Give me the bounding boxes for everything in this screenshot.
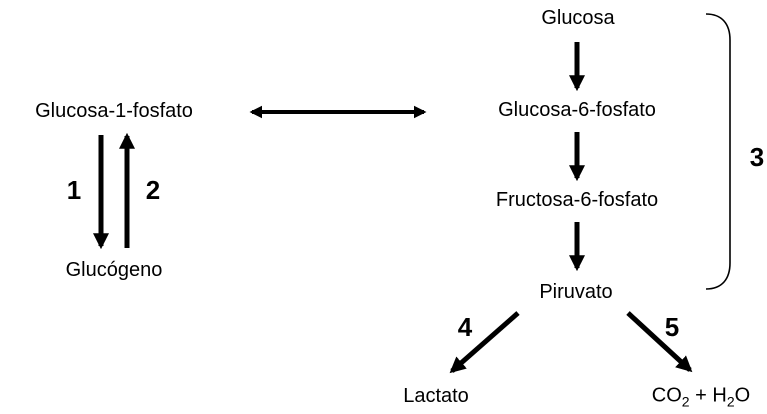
brace-step3: [705, 13, 731, 290]
node-lactato: Lactato: [403, 385, 469, 407]
step-label-3: 3: [749, 142, 765, 172]
node-glucosa-1-fosfato: Glucosa-1-fosfato: [35, 100, 193, 122]
node-glucosa-6-fosfato: Glucosa-6-fosfato: [498, 99, 656, 121]
arrow-step4-piruvato-to-lactato: [449, 311, 520, 374]
node-glucogeno: Glucógeno: [65, 259, 163, 281]
node-glucosa: Glucosa: [541, 7, 615, 29]
co2-subscript: 2: [681, 393, 690, 410]
node-fructosa-6-fosfato: Fructosa-6-fosfato: [495, 189, 659, 211]
step-label-4: 4: [457, 312, 473, 342]
step-label-1: 1: [66, 175, 82, 205]
co2-text: CO: [651, 384, 682, 407]
step-label-2: 2: [145, 175, 161, 205]
node-co2-h2o: CO2 + H2O: [652, 386, 750, 409]
h2o-subscript: 2: [726, 393, 735, 410]
node-piruvato: Piruvato: [539, 281, 613, 303]
o-text: O: [734, 384, 751, 407]
arrow-step5-piruvato-to-co2: [626, 311, 693, 373]
step-label-5: 5: [664, 312, 680, 342]
plus-h-text: + H: [689, 384, 727, 407]
